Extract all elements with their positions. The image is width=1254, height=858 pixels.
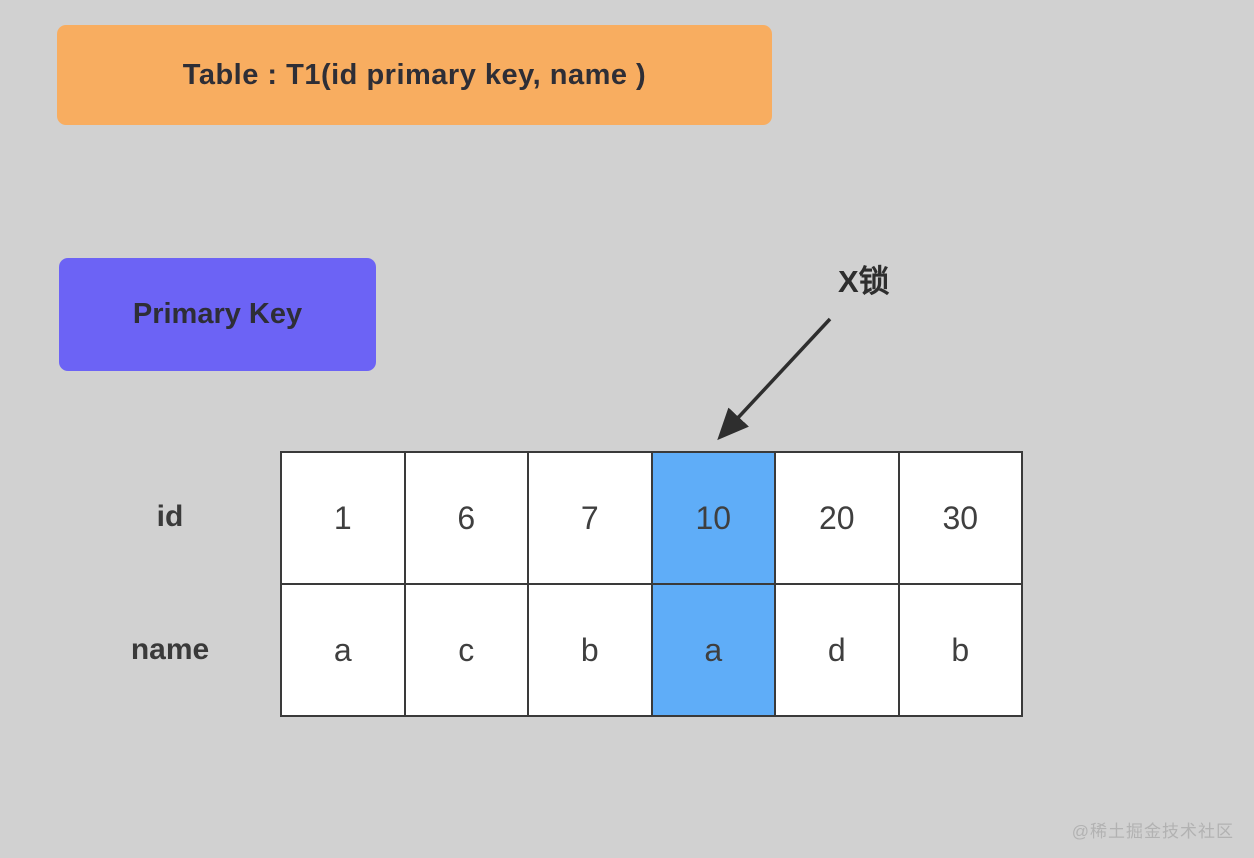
- table-cell: 7: [527, 451, 653, 585]
- row-label-id: id: [156, 500, 184, 533]
- arrow-down-left-icon: [717, 317, 832, 441]
- table-cell: 1: [280, 451, 406, 585]
- table-cell: b: [897, 583, 1023, 717]
- data-table: 1 6 7 10 20 30 a c b a d b: [280, 451, 1023, 717]
- x-lock-label: X锁: [838, 264, 890, 299]
- primary-key-label: Primary Key: [132, 298, 303, 330]
- primary-key-banner: Primary Key: [59, 258, 376, 371]
- table-cell: 20: [774, 451, 900, 585]
- table-cell: 30: [897, 451, 1023, 585]
- table-definition-label: Table : T1(id primary key, name ): [182, 58, 647, 91]
- table-cell: a: [280, 583, 406, 717]
- table-cell: c: [403, 583, 529, 717]
- watermark: @稀土掘金技术社区: [1071, 822, 1234, 841]
- row-label-name: name: [130, 633, 210, 666]
- table-definition-banner: Table : T1(id primary key, name ): [57, 25, 772, 125]
- table-row-id: 1 6 7 10 20 30: [280, 451, 1023, 585]
- table-cell-locked: a: [650, 583, 776, 717]
- table-cell: 6: [403, 451, 529, 585]
- table-cell: d: [774, 583, 900, 717]
- table-cell-locked: 10: [650, 451, 776, 585]
- table-row-name: a c b a d b: [280, 583, 1023, 717]
- table-cell: b: [527, 583, 653, 717]
